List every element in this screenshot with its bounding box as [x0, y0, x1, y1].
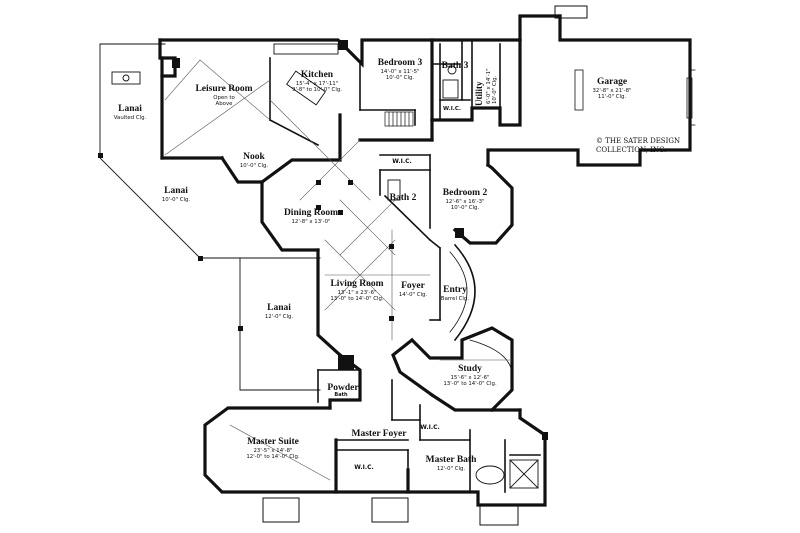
- room-master-bath: Master Bath 12'-0" Clg.: [426, 455, 477, 472]
- room-foyer: Foyer 14'-0" Clg.: [399, 281, 427, 298]
- room-kitchen: Kitchen 15'-4" x 17'-11" 9'-8" to 10'-0"…: [292, 70, 342, 93]
- room-dims: 10'-0" Clg.: [492, 75, 498, 104]
- credit-line: COLLECTION, INC.: [596, 145, 667, 154]
- room-dims: 10'-0" Clg.: [161, 196, 191, 203]
- room-garage: Garage 32'-8" x 21'-8" 11'-0" Clg.: [592, 77, 631, 100]
- room-name: Leisure Room: [195, 84, 253, 94]
- room-master-foyer: Master Foyer: [352, 429, 407, 440]
- room-dims: 12'-8" x 13'-0": [291, 218, 331, 225]
- room-dining: Dining Room 12'-8" x 13'-0": [284, 208, 338, 225]
- room-dims: 11'-0" Clg.: [597, 94, 627, 101]
- room-dims: 12'-0" Clg.: [264, 313, 294, 320]
- room-dims: 13'-0" to 14'-0" Clg.: [443, 381, 497, 388]
- room-dims: 15'-4" x 17'-11": [295, 80, 339, 87]
- room-dims: 23'-5" x 14'-8": [253, 447, 293, 454]
- room-dims: Above: [215, 101, 233, 108]
- room-name: Garage: [596, 77, 628, 87]
- wic-label: W.I.C.: [443, 106, 461, 112]
- room-nook: Nook 10'-0" Clg.: [240, 152, 268, 169]
- room-name: Bath 3: [441, 61, 469, 71]
- room-dims: 10'-0" Clg.: [450, 205, 480, 212]
- room-name: Lanai: [267, 303, 291, 313]
- room-name: Bath 2: [389, 193, 417, 203]
- room-name: Kitchen: [300, 70, 334, 80]
- bath-fixtures: [387, 65, 539, 489]
- entry-arc-inner: [449, 251, 468, 333]
- room-name: Powder: [327, 383, 359, 393]
- room-name: Master Bath: [425, 455, 477, 465]
- room-name: Bedroom 2: [442, 188, 488, 198]
- room-leisure: Leisure Room Open to Above: [195, 84, 252, 107]
- ceiling-lines: [164, 59, 513, 481]
- room-dims: Barrel Clg.: [440, 295, 470, 302]
- wic-label: W.I.C.: [354, 464, 374, 471]
- room-name: Master Suite: [247, 437, 299, 447]
- copyright-credit: © THE SATER DESIGN COLLECTION, INC.: [596, 137, 680, 155]
- outdoor-features: [262, 5, 588, 526]
- room-dims: 10'-0" Clg.: [239, 162, 269, 169]
- interior-walls: [268, 39, 541, 493]
- room-study: Study 15'-6" x 12'-6" 13'-0" to 14'-0" C…: [443, 364, 496, 387]
- room-dims: 10'-0" Clg.: [385, 75, 415, 82]
- credit-line: © THE SATER DESIGN: [596, 137, 681, 145]
- room-dims: 9'-8" to 10'-0" Clg.: [292, 87, 342, 94]
- room-dims: 15'-6" x 12'-6": [450, 374, 490, 381]
- room-dims: 14'-0" Clg.: [398, 291, 428, 298]
- room-name: Entry: [443, 285, 467, 295]
- room-living: Living Room 13'-1" x 23'-6" 13'-0" to 14…: [330, 279, 383, 302]
- room-dims: 12'-0" to 14'-0" Clg.: [246, 454, 300, 461]
- room-lanai-low: Lanai 12'-0" Clg.: [265, 303, 293, 320]
- room-name: Lanai: [164, 186, 188, 196]
- stairs: [384, 111, 414, 127]
- room-dims: 13'-0" to 14'-0" Clg.: [330, 296, 384, 303]
- room-name: Living Room: [330, 279, 384, 289]
- room-name: Foyer: [401, 281, 425, 291]
- wic-label: W.I.C.: [392, 158, 412, 165]
- lanai-outline: [99, 43, 321, 391]
- room-dims: 14'-0" x 11'-5": [380, 68, 420, 75]
- room-name: Study: [458, 364, 482, 374]
- room-name: Dining Room: [283, 208, 339, 218]
- room-name: Utility: [474, 81, 484, 107]
- columns: [98, 40, 548, 440]
- room-dims: Vaulted Clg.: [113, 114, 147, 121]
- room-entry: Entry Barrel Clg.: [441, 285, 469, 302]
- room-name: Master Foyer: [351, 429, 407, 439]
- entry-arc: [453, 243, 476, 342]
- wic-label: W.I.C.: [420, 424, 440, 431]
- room-lanai-left: Lanai Vaulted Clg.: [114, 104, 146, 121]
- room-name: Nook: [243, 152, 265, 162]
- room-dims: 13'-1" x 23'-6": [337, 289, 377, 296]
- room-master-suite: Master Suite 23'-5" x 14'-8" 12'-0" to 1…: [246, 437, 299, 460]
- room-powder: Powder: [327, 383, 358, 394]
- room-name: Lanai: [118, 104, 142, 114]
- room-bath3: Bath 3: [442, 61, 469, 72]
- room-bedroom3: Bedroom 3 14'-0" x 11'-5" 10'-0" Clg.: [378, 58, 422, 81]
- bath-label: Bath: [334, 392, 348, 398]
- room-dims: Open to: [213, 94, 235, 101]
- study-bay: [469, 339, 513, 376]
- room-dims: 12'-0" Clg.: [436, 465, 466, 472]
- room-utility-dims: 6'-0" x 14'-1" 10'-0" Clg.: [486, 68, 498, 104]
- room-bedroom2: Bedroom 2 12'-6" x 16'-3" 10'-0" Clg.: [443, 188, 487, 211]
- room-lanai-mid: Lanai 10'-0" Clg.: [162, 186, 190, 203]
- room-bath2: Bath 2: [390, 193, 417, 204]
- garage-doors: [574, 69, 696, 126]
- room-utility: Utility: [474, 82, 484, 107]
- room-name: Bedroom 3: [377, 58, 423, 68]
- room-dims: 12'-6" x 16'-3": [445, 198, 485, 205]
- room-dims: 32'-8" x 21'-8": [592, 87, 632, 94]
